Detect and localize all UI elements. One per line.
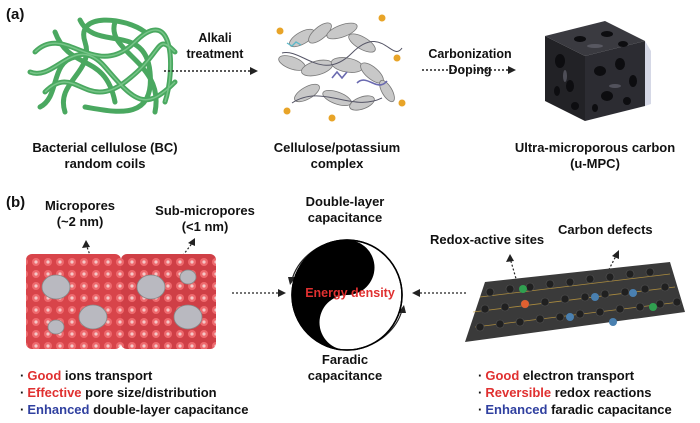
- micropores-line2: (~2 nm): [56, 214, 104, 229]
- sub-micropores-line2: (<1 nm): [181, 219, 229, 234]
- right-benefit-1-key: Good: [485, 368, 520, 383]
- micropores-label: Micropores (~2 nm): [40, 198, 120, 230]
- caption-bc-line2: random coils: [64, 156, 146, 171]
- alkali-line1: Alkali: [198, 31, 232, 45]
- sub-micropores-label: Sub-micropores (<1 nm): [150, 203, 260, 235]
- arrow-right-to-center-icon: [412, 289, 467, 297]
- carbonization-doping-label: Carbonization Doping: [420, 46, 520, 78]
- right-benefits-list: ·Good electron transport ·Reversible red…: [478, 367, 698, 418]
- caption-cp-line1: Cellulose/potassium: [273, 140, 401, 155]
- arrow-left-to-center-icon: [232, 289, 286, 297]
- yin-yang-icon: [288, 239, 406, 351]
- bullet-dot: ·: [478, 402, 483, 417]
- pore-framework-illustration: [26, 238, 216, 349]
- caption-umpc-line2: (u-MPC): [570, 156, 620, 171]
- caption-umpc: Ultra-microporous carbon (u-MPC): [500, 140, 690, 172]
- alkali-line2: treatment: [186, 47, 244, 61]
- lattice-block-left: [26, 254, 121, 349]
- left-benefit-2: ·Effective pore size/distribution: [20, 384, 280, 401]
- right-benefit-2-key: Reversible: [485, 385, 552, 400]
- left-benefit-3-key: Enhanced: [27, 402, 90, 417]
- left-benefit-3: ·Enhanced double-layer capacitance: [20, 401, 280, 418]
- faradic-line1: Faradic: [321, 352, 369, 367]
- porous-carbon-cube-illustration: [545, 21, 651, 121]
- alkali-treatment-label: Alkali treatment: [170, 30, 260, 62]
- left-benefits-list: ·Good ions transport ·Effective pore siz…: [20, 367, 280, 418]
- sub-micropores-line1: Sub-micropores: [155, 203, 255, 218]
- bullet-dot: ·: [20, 368, 25, 383]
- caption-cp-line2: complex: [310, 156, 364, 171]
- caption-umpc-line1: Ultra-microporous carbon: [514, 140, 676, 155]
- left-benefit-2-key: Effective: [27, 385, 82, 400]
- right-benefit-2-rest: redox reactions: [551, 385, 652, 400]
- double-layer-line1: Double-layer: [305, 194, 385, 209]
- panel-b-tag: (b): [6, 194, 26, 211]
- left-benefit-1-rest: ions transport: [61, 368, 153, 383]
- doping-line: Doping: [448, 63, 492, 77]
- panel-a-tag: (a): [6, 6, 25, 23]
- graphene-sheet-illustration: [465, 250, 685, 342]
- arrow-alkali-icon: [164, 67, 258, 75]
- redox-sites-label: Redox-active sites: [430, 232, 545, 247]
- right-benefit-3: ·Enhanced faradic capacitance: [478, 401, 698, 418]
- right-benefit-1-rest: electron transport: [519, 368, 635, 383]
- caption-bacterial-cellulose: Bacterial cellulose (BC) random coils: [10, 140, 200, 172]
- faradic-line2: capacitance: [307, 368, 383, 383]
- caption-cellulose-potassium: Cellulose/potassium complex: [252, 140, 422, 172]
- bullet-dot: ·: [478, 385, 483, 400]
- faradic-label: Faradic capacitance: [295, 352, 395, 384]
- cellulose-potassium-complex-illustration: [276, 14, 406, 122]
- lattice-block-right: [121, 254, 216, 349]
- right-benefit-3-rest: faradic capacitance: [547, 402, 672, 417]
- right-benefit-1: ·Good electron transport: [478, 367, 698, 384]
- energy-density-label: Energy density: [305, 286, 395, 300]
- right-benefit-3-key: Enhanced: [485, 402, 548, 417]
- left-benefit-3-rest: double-layer capacitance: [89, 402, 249, 417]
- bullet-dot: ·: [20, 385, 25, 400]
- left-benefit-1-key: Good: [27, 368, 62, 383]
- carbon-defects-label: Carbon defects: [558, 222, 653, 237]
- bullet-dot: ·: [20, 402, 25, 417]
- right-benefit-2: ·Reversible redox reactions: [478, 384, 698, 401]
- carbonization-line: Carbonization: [428, 47, 512, 61]
- bacterial-cellulose-illustration: [27, 17, 178, 115]
- micropores-line1: Micropores: [44, 198, 116, 213]
- double-layer-line2: capacitance: [307, 210, 383, 225]
- left-benefit-1: ·Good ions transport: [20, 367, 280, 384]
- arrow-carbonization-icon: [422, 66, 516, 74]
- caption-bc-line1: Bacterial cellulose (BC): [32, 140, 178, 155]
- bullet-dot: ·: [478, 368, 483, 383]
- left-benefit-2-rest: pore size/distribution: [81, 385, 217, 400]
- double-layer-label: Double-layer capacitance: [290, 194, 400, 226]
